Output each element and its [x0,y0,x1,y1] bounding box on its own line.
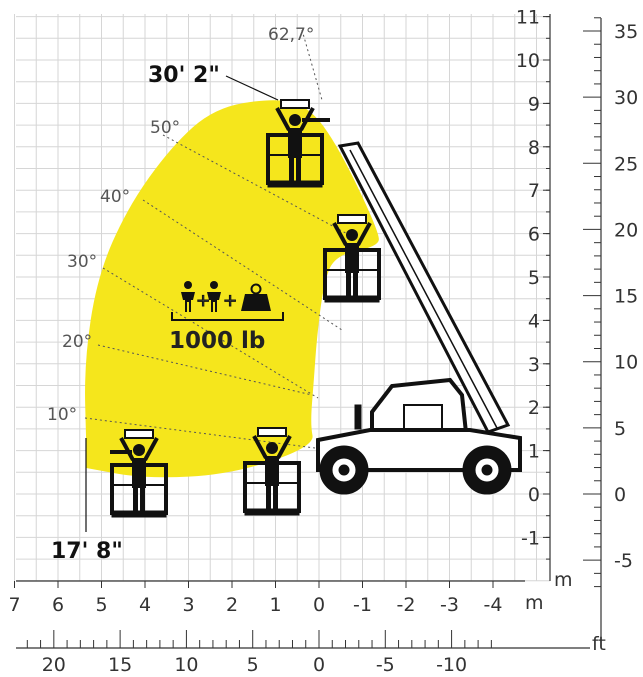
y-tick-label-ft: 5 [614,418,626,440]
y-tick-label-m: 0 [528,484,540,506]
work-platform-basket [110,429,168,518]
y-tick-label-m: 6 [528,224,540,246]
x-tick-label-m: 0 [313,594,325,616]
x-tick-label-m: 4 [139,594,151,616]
x-tick-label-m: 6 [52,594,64,616]
dimension-annotations: 30' 2" 17' 8" 1000 lb [51,63,279,564]
y-tick-label-ft: 15 [614,286,638,308]
work-platform-basket [323,214,381,303]
capacity-label: 1000 lb [169,328,265,354]
x-tick-label-m: 5 [95,594,107,616]
x-tick-label-m: 2 [226,594,238,616]
x-tick-label-ft: -10 [436,654,467,676]
x-tick-label-ft: 15 [108,654,132,676]
capacity-bracket [171,312,284,321]
svg-text:+: + [196,291,210,311]
x-tick-label-m: 1 [269,594,281,616]
x-tick-label-ft: 0 [313,654,325,676]
max-outreach-label: 17' 8" [51,539,123,564]
y-tick-label-ft: 35 [614,21,638,43]
x-tick-label-m: -1 [353,594,372,616]
y-tick-label-m: 9 [528,93,540,115]
y-tick-label-m: 5 [528,267,540,289]
meter-axis-label-y: m [554,569,573,591]
x-tick-label-m: -2 [397,594,416,616]
work-platform-basket [243,427,301,516]
y-tick-label-m: 10 [516,50,540,72]
angle-label-62: 62,7° [268,25,314,45]
person-icon [181,281,195,312]
x-tick-label-m: 7 [8,594,20,616]
y-tick-label-m: 1 [528,441,540,463]
y-tick-label-m: 4 [528,310,540,332]
meter-axis-label-x: m [525,592,544,614]
max-height-label: 30' 2" [148,63,220,88]
angle-labels: 62,7° 50° 40° 30° 20° 10° [47,25,314,425]
capacity-icons: + + [171,281,284,321]
y-tick-label-ft: -5 [614,550,633,572]
angle-label-40: 40° [100,187,130,207]
angle-label-10: 10° [47,405,77,425]
angle-line-10 [84,417,316,449]
angle-line-62 [301,29,323,101]
x-tick-label-ft: -5 [376,654,395,676]
x-tick-label-m: -4 [484,594,503,616]
x-tick-label-ft: 20 [42,654,66,676]
person-icon [207,281,221,312]
angle-label-50: 50° [150,118,180,138]
angle-guides [84,29,356,449]
angle-line-20 [97,344,313,396]
boom [337,141,511,434]
x-tick-label-ft: 5 [247,654,259,676]
x-tick-label-m: -3 [440,594,459,616]
y-tick-label-m: 2 [528,397,540,419]
angle-line-30 [102,267,319,399]
y-tick-label-m: 3 [528,354,540,376]
y-tick-label-ft: 20 [614,219,638,241]
feet-axis-label: ft [592,633,606,655]
work-platform-basket [266,99,324,188]
y-tick-label-ft: 30 [614,87,638,109]
y-tick-label-ft: 0 [614,484,626,506]
work-platforms [110,99,381,518]
y-tick-label-m: -1 [521,527,540,549]
reach-envelope [85,100,379,478]
y-tick-label-m: 7 [528,180,540,202]
y-tick-label-ft: 25 [614,153,638,175]
telehandler-machine [316,141,522,495]
x-tick-label-ft: 10 [174,654,198,676]
load-weight-icon [241,283,271,311]
y-tick-label-m: 11 [516,7,540,29]
y-tick-label-m: 8 [528,137,540,159]
axes [16,14,602,649]
angle-label-30: 30° [67,252,97,272]
svg-text:+: + [223,291,237,311]
x-tick-label-m: 3 [182,594,194,616]
y-tick-label-ft: 10 [614,352,638,374]
angle-line-50 [162,134,356,239]
angle-label-20: 20° [62,332,92,352]
